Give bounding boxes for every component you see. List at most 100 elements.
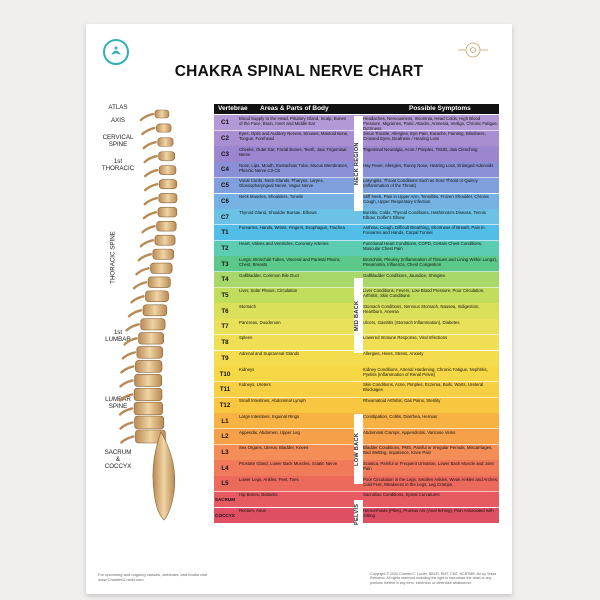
possible-symptoms: Bursitis, Colds, Thyroid Conditions, Has… xyxy=(363,209,486,220)
vertebra-label: T8 xyxy=(221,339,229,347)
table-row: T10 Kidneys Kidney Conditions, Arterial Ha… xyxy=(214,366,499,382)
row-divider xyxy=(214,381,499,382)
poster: CHAKRA SPINAL NERVE CHART ATLAS AXIS CER… xyxy=(86,24,512,594)
label-first-thoracic: 1st THORACIC xyxy=(101,158,135,172)
body-areas: Heart, Valves and Ventricles, Coronary A… xyxy=(239,241,329,247)
vertebra-label: T6 xyxy=(221,307,229,315)
body-areas: Vocal Cords, Neck Glands, Pharynx, Laryn… xyxy=(239,178,324,189)
spinous-process xyxy=(142,210,158,220)
spinous-process xyxy=(142,140,157,150)
possible-symptoms: Kidney Conditions, Arterial Hardening, C… xyxy=(363,366,488,377)
vertebra-body xyxy=(135,429,166,444)
body-areas: Forearms, Hands, Wrists, Fingers, Esopha… xyxy=(239,225,345,231)
row-divider xyxy=(214,412,499,414)
vertebra-label: T1 xyxy=(221,229,229,237)
header-symptoms: Possible Symptoms xyxy=(409,105,471,112)
vertebra-label: T2 xyxy=(221,244,229,252)
body-areas: Prostate Gland, Lower Back Muscles, Scia… xyxy=(239,460,338,466)
body-areas: Pancreas, Duodenum xyxy=(239,319,281,325)
label-cervical: CERVICAL SPINE xyxy=(102,134,134,148)
spinous-process xyxy=(144,182,159,192)
vertebra-label: L3 xyxy=(221,449,229,457)
possible-symptoms: Allergies, Hives, Stress, Anxiety xyxy=(363,351,424,356)
vertebra-body xyxy=(134,374,163,387)
vertebra-body xyxy=(138,332,165,345)
row-divider xyxy=(214,365,499,367)
body-areas: Adrenal and Suprarenal Glands xyxy=(239,351,300,356)
row-divider xyxy=(214,240,499,241)
row-divider xyxy=(214,491,499,492)
vertebra-label: T11 xyxy=(219,386,231,394)
page-title: CHAKRA SPINAL NERVE CHART xyxy=(174,63,424,80)
possible-symptoms: Sinus Trouble, Allergies, Eye Pain, Eara… xyxy=(363,131,486,142)
body-areas: Nose, Lips, Mouth, Eustachian Tube, Mucu… xyxy=(239,162,349,173)
vertebra-body xyxy=(157,207,178,218)
label-atlas: ATLAS xyxy=(108,104,128,111)
spinous-process xyxy=(119,379,134,388)
spine-illustration xyxy=(118,109,178,521)
body-areas: Blood Supply to the Head, Pituitary Glan… xyxy=(239,115,347,126)
vertebra-label: T4 xyxy=(221,276,229,284)
body-areas: Hip Bones, Buttocks xyxy=(239,492,278,498)
body-areas: Kidneys, Ureters xyxy=(239,382,271,388)
vertebra-label: C4 xyxy=(221,166,229,174)
row-divider xyxy=(214,397,499,398)
possible-symptoms: Bronchitis, Pleurisy (Inflammation of Ti… xyxy=(363,256,497,267)
table-row: T1 Forearms, Hands, Wrists, Fingers, Esop… xyxy=(214,224,499,241)
vertebra-label: T5 xyxy=(221,292,229,300)
spinous-process xyxy=(118,407,134,416)
vertebra-body xyxy=(154,234,176,246)
spinous-process xyxy=(135,267,150,276)
label-first-lumbar: 1st LUMBAR xyxy=(105,329,131,343)
vertebra-label: L1 xyxy=(221,417,229,425)
possible-symptoms: Sacroiliac Conditions, Spinal Curvatures xyxy=(363,492,440,498)
vertebra-body xyxy=(156,123,172,133)
table-row: T9 Adrenal and Suprarenal Glands Allergies… xyxy=(214,350,499,367)
spinous-process xyxy=(123,337,138,346)
spinous-process xyxy=(132,281,148,290)
vertebra-body xyxy=(133,401,163,416)
body-areas: Kidneys xyxy=(239,366,255,372)
spinous-process xyxy=(137,253,153,262)
vertebra-body xyxy=(158,151,176,161)
row-divider xyxy=(214,224,499,225)
header-areas: Areas & Parts of Body xyxy=(260,105,329,112)
vertebra-label: L5 xyxy=(221,480,229,488)
table-row: T2 Heart, Valves and Ventricles, Coronary… xyxy=(214,240,499,257)
vertebra-label: T10 xyxy=(219,370,231,378)
vertebra-body xyxy=(158,179,178,189)
vertebra-label: T3 xyxy=(221,260,229,268)
spinous-process xyxy=(141,224,156,234)
vertebra-body xyxy=(134,415,165,430)
vertebra-body xyxy=(133,387,163,401)
possible-symptoms: Sciatica, Painful or Frequent Urination,… xyxy=(363,460,494,471)
possible-symptoms: Stiff Neck, Pain in Upper Arm, Tonsillit… xyxy=(363,194,490,204)
vertebra-label: L2 xyxy=(221,433,229,441)
vertebra-label: C6 xyxy=(221,197,229,205)
possible-symptoms: Trigeminal Neuralgia, Acne / Pimples, TM… xyxy=(363,146,478,152)
possible-symptoms: Ulcers, Gastritis (Stomach Inflammation)… xyxy=(363,319,460,325)
body-areas: Gallbladder, Common Bile Duct xyxy=(239,272,299,278)
body-areas: Small Intestines, Abdominal Lymph xyxy=(239,398,306,404)
vertebra-label: T9 xyxy=(221,354,229,362)
vertebra-label: SACRUM xyxy=(214,497,236,503)
spinous-process xyxy=(139,238,155,248)
region-pelvis: PELVIS xyxy=(354,500,363,528)
vertebra-body xyxy=(140,318,166,331)
possible-symptoms: Functional Heart Conditions, COPD, Certa… xyxy=(363,241,483,252)
possible-symptoms: Constipation, Colitis, Diarrhea, Hernias xyxy=(363,413,438,419)
body-areas: Sex Organs, Uterus, Bladder, Knees xyxy=(239,445,309,451)
vertebra-label: T7 xyxy=(221,323,229,331)
vertebra-label: C3 xyxy=(221,150,229,158)
possible-symptoms: Stomach Conditions, Nervous Stomach, Nau… xyxy=(363,303,480,314)
spinous-process xyxy=(119,421,134,430)
possible-symptoms: Abdominal Cramps, Appendicitis, Varicose… xyxy=(363,429,456,435)
body-areas: Stomach xyxy=(239,303,256,309)
region-mid-back: MID BACK xyxy=(354,278,363,353)
body-areas: Thyroid Gland, Shoulder Bursae, Elbows xyxy=(239,209,317,215)
possible-symptoms: Hemorrhoids (Piles), Pruritus Ani (Anal … xyxy=(363,508,494,518)
region-neck: NECK REGION xyxy=(354,116,363,211)
